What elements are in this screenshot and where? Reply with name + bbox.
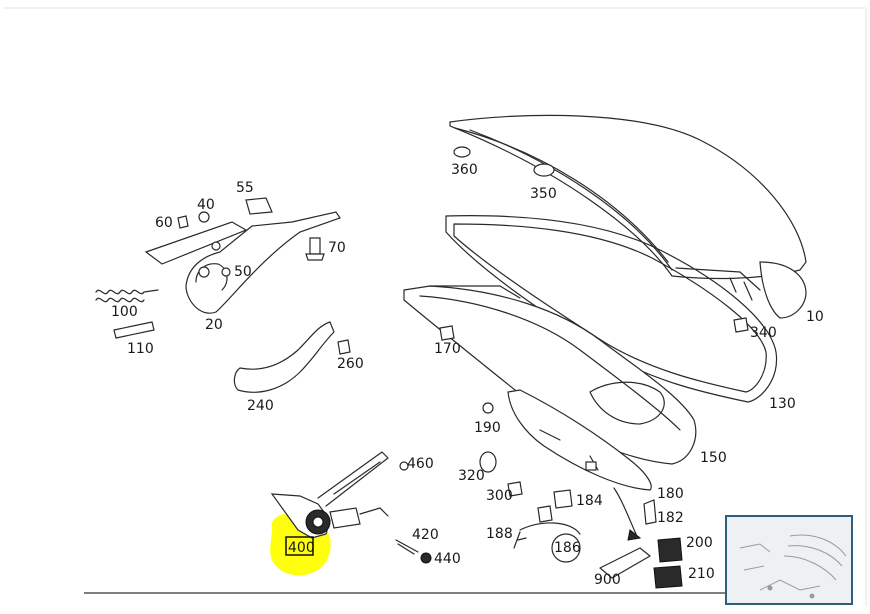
part-label-70: 70: [328, 240, 346, 256]
part-label-420: 420: [412, 527, 439, 543]
lower-right-parts: [599, 487, 683, 589]
sleeve-part: [113, 321, 155, 339]
part-label-188: 188: [486, 526, 513, 542]
part-label-260: 260: [337, 356, 364, 372]
part-label-170: 170: [434, 341, 461, 357]
part-label-100: 100: [111, 304, 138, 320]
small-fasteners: [177, 197, 325, 277]
part-label-130: 130: [769, 396, 796, 412]
clip-part: [337, 339, 351, 355]
part-label-180: 180: [657, 486, 684, 502]
spring-part: [95, 289, 159, 303]
part-label-184: 184: [576, 493, 603, 509]
bolt-and-nut: [395, 539, 432, 564]
part-label-340: 340: [750, 325, 777, 341]
part-labels: 10 20 40 50 55 60 70 100 110 130 150 170…: [111, 162, 824, 588]
thumbnail-frame[interactable]: [725, 515, 853, 605]
part-label-400: 400: [288, 540, 315, 556]
part-label-240: 240: [247, 398, 274, 414]
part-label-440: 440: [434, 551, 461, 567]
part-label-900: 900: [594, 572, 621, 588]
part-label-460: 460: [407, 456, 434, 472]
part-label-190: 190: [474, 420, 501, 436]
thumbnail-sketch: [739, 534, 847, 599]
part-label-182: 182: [657, 510, 684, 526]
part-label-300: 300: [486, 488, 513, 504]
handle-bar: [507, 389, 652, 491]
part-label-40: 40: [197, 197, 215, 213]
trim-piece: [233, 321, 335, 393]
part-label-350: 350: [530, 186, 557, 202]
part-label-60: 60: [155, 215, 173, 231]
part-label-110: 110: [127, 341, 154, 357]
part-label-50: 50: [234, 264, 252, 280]
trunk-lid-shell: [449, 114, 807, 319]
inner-panel: [403, 285, 697, 465]
part-label-360: 360: [451, 162, 478, 178]
diagram-thumbnail[interactable]: [725, 515, 853, 605]
part-label-55: 55: [236, 180, 254, 196]
top-clips: [439, 146, 749, 414]
part-label-210: 210: [688, 566, 715, 582]
highlight-label-box: [285, 536, 314, 556]
part-label-150: 150: [700, 450, 727, 466]
hinge-arm: [144, 211, 341, 314]
lock-actuator-assembly: [270, 451, 409, 539]
part-label-200: 200: [686, 535, 713, 551]
part-label-186: 186: [554, 540, 581, 556]
part-label-10: 10: [806, 309, 824, 325]
part-label-20: 20: [205, 317, 223, 333]
part-label-320: 320: [458, 468, 485, 484]
switch-parts: [479, 451, 581, 563]
